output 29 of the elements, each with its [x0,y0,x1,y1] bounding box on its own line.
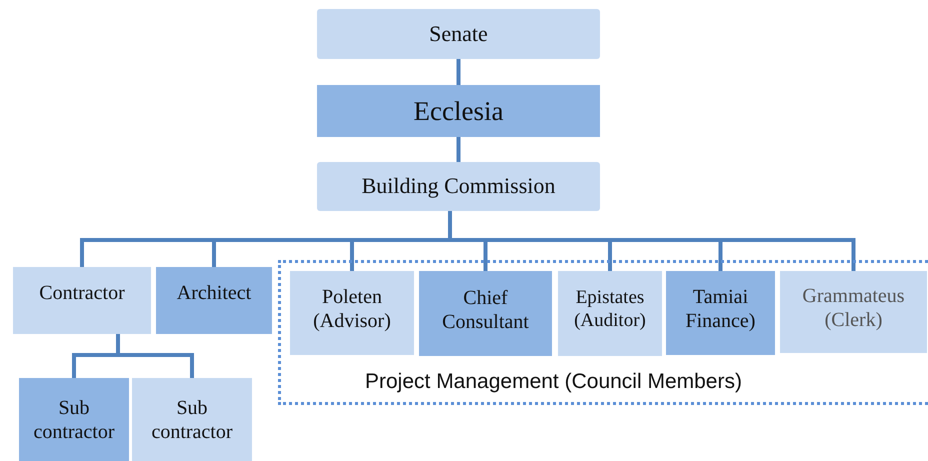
org-box [156,267,272,334]
org-box [419,271,552,356]
box-label: Chief Consultant [441,286,530,334]
org-box [132,378,252,461]
connector-line [456,137,460,162]
org-box [19,378,129,461]
group-title: Project Management (Council Members) [365,370,742,394]
box-label: Ecclesia [414,94,504,128]
box-label: Sub contractor [150,396,234,444]
box-label: Building Commission [362,173,556,200]
org-box [780,271,927,353]
box-label: Contractor [39,281,125,305]
box-label: Poleten (Advisor) [312,285,392,333]
connector-line [456,59,460,85]
box-label: Sub contractor [32,396,116,444]
org-box [317,162,600,211]
org-box [317,9,600,59]
org-box [558,271,662,356]
org-box [666,271,775,355]
connector-line [448,211,856,271]
box-label: Epistates (Auditor) [573,286,647,332]
box-label: Grammateus (Clerk) [801,284,906,332]
box-label: Tamiai Finance) [684,285,756,333]
org-box [13,267,151,334]
org-box [290,271,414,355]
box-label: Senate [429,20,488,48]
dotted-group-frame [278,260,928,405]
box-label: Architect [176,281,252,305]
org-box [317,85,600,137]
